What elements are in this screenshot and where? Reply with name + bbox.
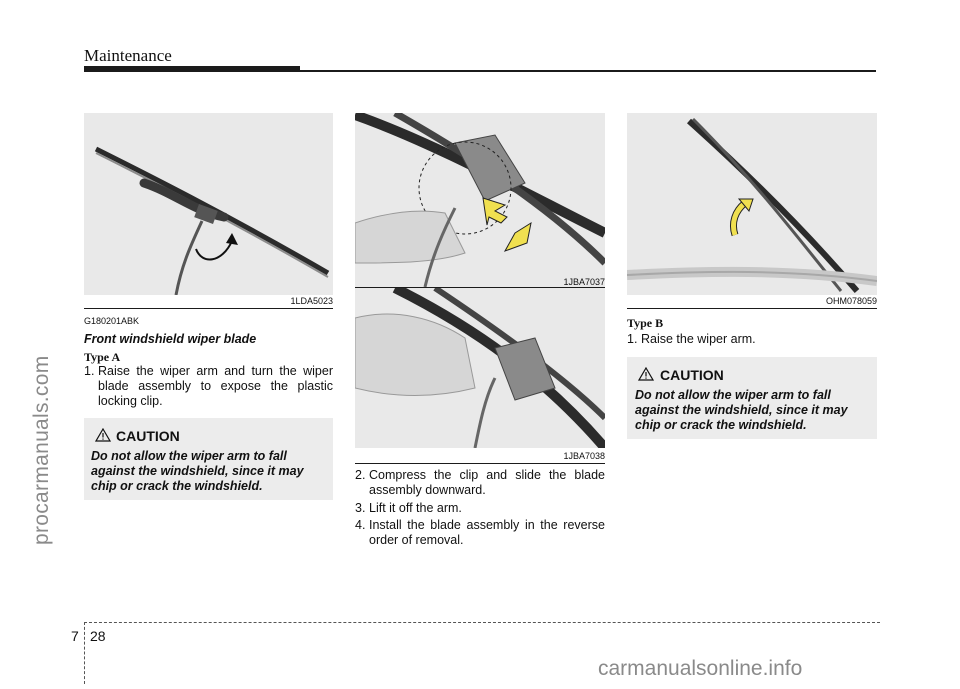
figure-rule — [355, 287, 605, 288]
figure-code: 1JBA7038 — [563, 451, 605, 461]
warning-triangle-icon — [94, 427, 112, 447]
figure-code: 1JBA7037 — [563, 277, 605, 287]
figure-rule — [355, 463, 605, 464]
section-code: G180201ABK — [84, 316, 140, 326]
step-text: Lift it off the arm. — [369, 501, 462, 515]
step-text: Raise the wiper arm and turn the wiper b… — [98, 364, 333, 408]
step-text: Raise the wiper arm. — [641, 332, 756, 346]
figure-code: 1LDA5023 — [290, 296, 333, 306]
figure-code: OHM078059 — [825, 296, 877, 306]
section-title: Front windshield wiper blade — [84, 332, 257, 346]
step-item: 4. Install the blade assembly in the rev… — [355, 518, 605, 548]
figure-wiper-lift — [355, 288, 605, 448]
caution-box: CAUTION Do not allow the wiper arm to fa… — [84, 418, 333, 500]
type-a-label: Type A — [84, 350, 121, 364]
step-item: 2. Compress the clip and slide the blade… — [355, 468, 605, 498]
figure-wiper-turn — [84, 113, 333, 295]
warning-triangle-icon — [637, 366, 655, 386]
figure-wiper-clip — [355, 113, 605, 287]
step-text: Compress the clip and slide the blade as… — [369, 468, 605, 497]
header-rule — [300, 70, 876, 72]
step-text: Install the blade assembly in the revers… — [369, 518, 605, 547]
figure-rule — [84, 308, 333, 309]
caution-box: CAUTION Do not allow the wiper arm to fa… — [627, 357, 877, 439]
page-number: 28 — [90, 628, 106, 644]
footer-rule — [84, 622, 880, 623]
step-number: 1. — [84, 364, 95, 378]
step-number: 1. — [627, 332, 638, 346]
chapter-number: 7 — [71, 628, 79, 644]
step-number: 4. — [355, 518, 366, 532]
caution-text: Do not allow the wiper arm to fall again… — [635, 388, 848, 432]
watermark-left[interactable]: procarmanuals.com — [30, 355, 53, 545]
figure-rule — [627, 308, 877, 309]
watermark-bottom[interactable]: carmanualsonline.info — [598, 657, 803, 680]
figure-wiper-raise — [627, 113, 877, 295]
type-b-label: Type B — [627, 316, 664, 330]
step-number: 3. — [355, 501, 366, 515]
header-bar — [84, 66, 300, 72]
step-item: 3. Lift it off the arm. — [355, 501, 605, 516]
caution-text: Do not allow the wiper arm to fall again… — [91, 449, 304, 493]
step-number: 2. — [355, 468, 366, 482]
footer-divider — [84, 622, 85, 684]
caution-heading: CAUTION — [660, 367, 724, 383]
page-header-title: Maintenance — [84, 46, 172, 65]
caution-heading: CAUTION — [116, 428, 180, 444]
step-item: 1. Raise the wiper arm. — [627, 332, 877, 347]
step-item: 1. Raise the wiper arm and turn the wipe… — [84, 364, 333, 409]
